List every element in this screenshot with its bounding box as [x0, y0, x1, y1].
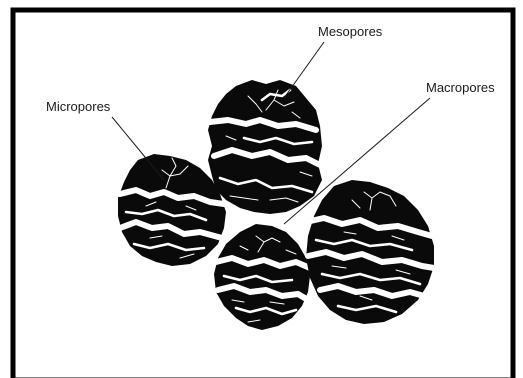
carbon-particle-top — [208, 80, 322, 214]
label-mesopores-text: Mesopores — [318, 24, 383, 39]
label-macropores-text: Macropores — [426, 80, 495, 95]
label-micropores-text: Micropores — [46, 99, 111, 114]
particle-body — [208, 80, 322, 214]
